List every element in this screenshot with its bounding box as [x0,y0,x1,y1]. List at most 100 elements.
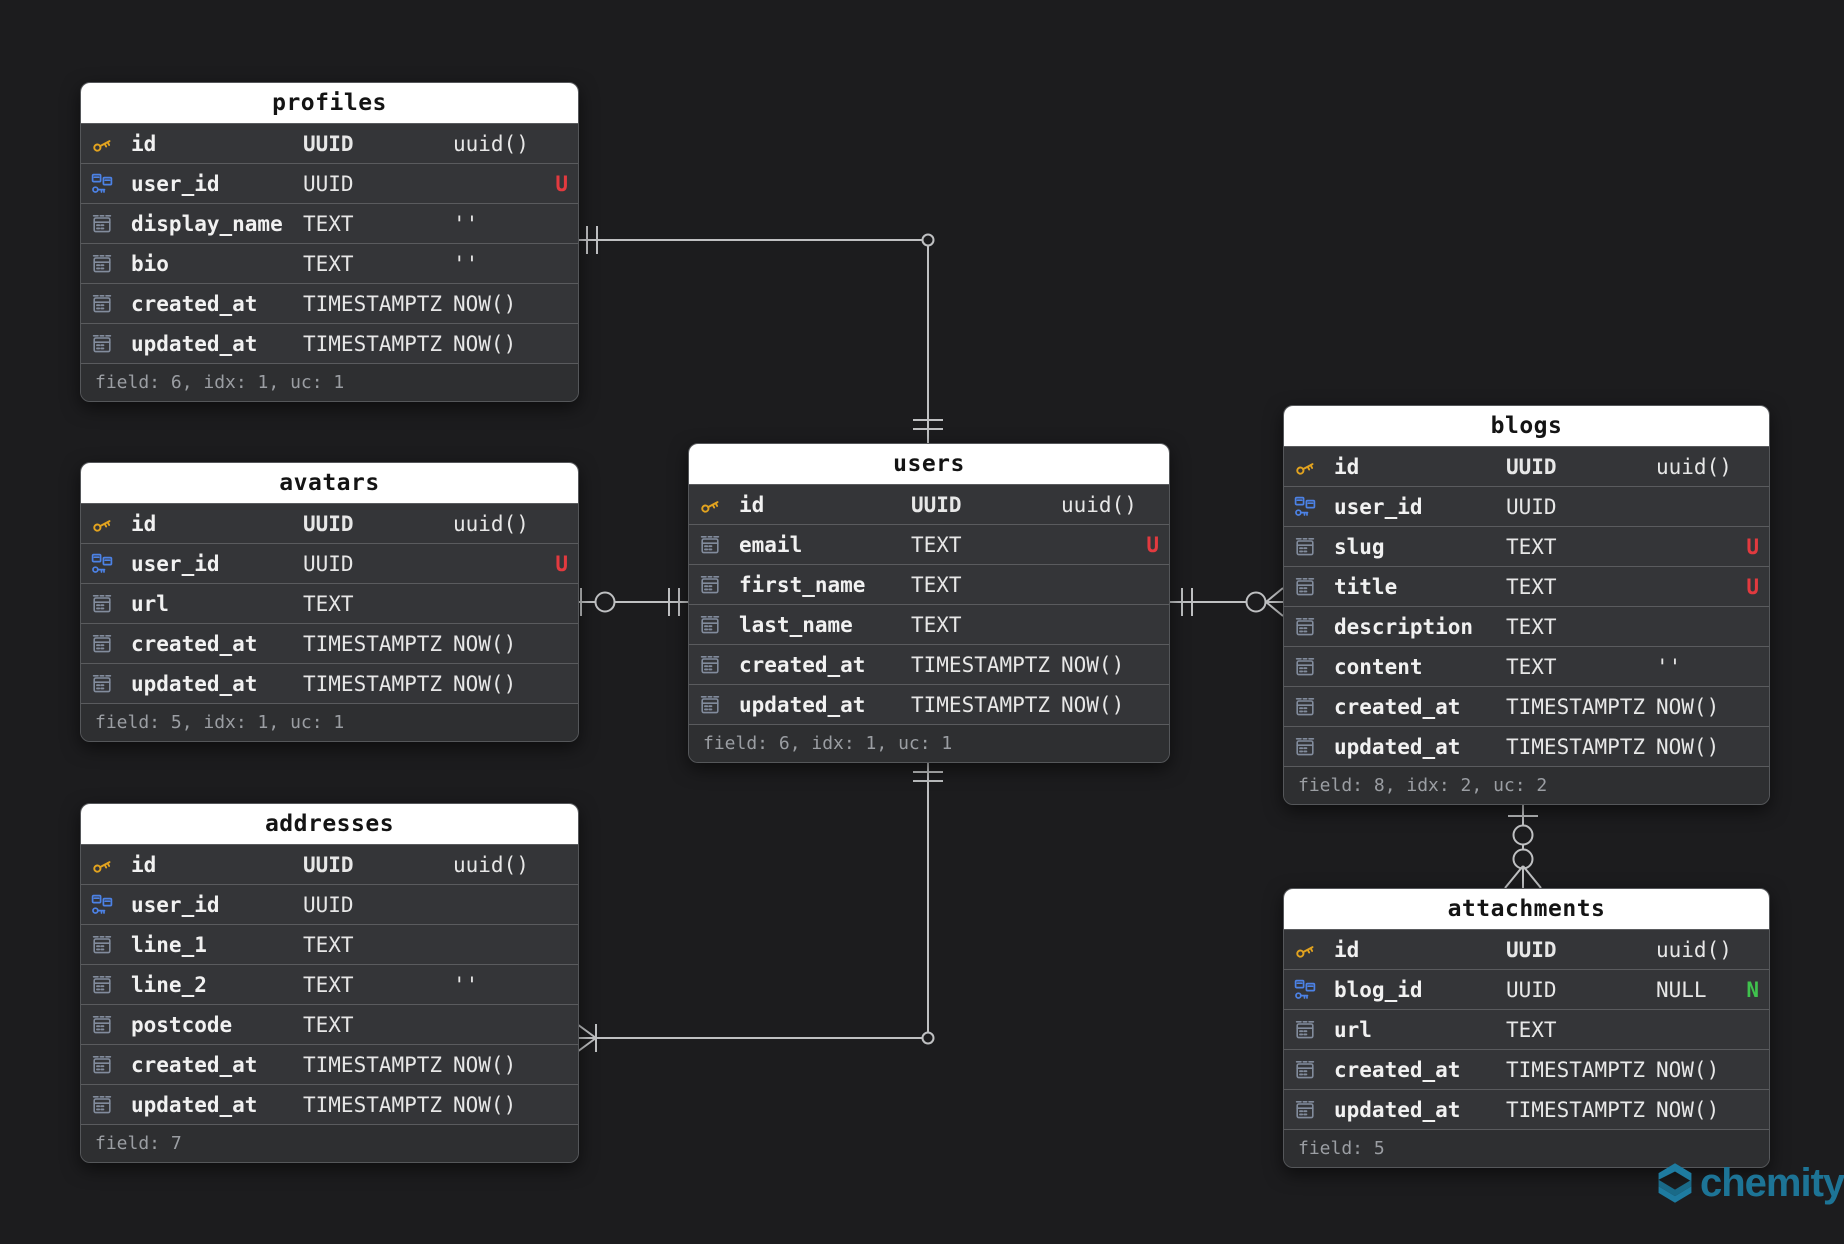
field-type: TIMESTAMPTZ [1506,1057,1646,1082]
table-stats-profiles: field: 6, idx: 1, uc: 1 [81,363,578,401]
field-default: NOW() [453,1092,517,1117]
table-title-profiles[interactable]: profiles [81,83,578,123]
column-icon [1294,1059,1334,1081]
column-icon [699,534,739,556]
field-type: UUID [303,511,354,536]
foreign-key-icon [91,173,131,195]
field-type: TEXT [1506,574,1557,599]
relation-users-blogs[interactable] [1168,587,1284,617]
field-name: url [1334,1017,1372,1042]
column-icon [91,213,131,235]
field-default: '' [453,211,479,236]
relation-users-addresses[interactable] [576,760,943,1053]
relation-profiles-users[interactable] [577,226,943,443]
crow-foot-many-marker [1265,587,1284,617]
column-icon [1294,1019,1334,1041]
field-default: NOW() [1656,1057,1720,1082]
table-title-avatars[interactable]: avatars [81,463,578,503]
field-name: last_name [739,612,853,637]
nullable-flag: N [1746,977,1759,1002]
field-type: TEXT [303,211,354,236]
table-stats-attachments: field: 5 [1284,1129,1769,1167]
field-type: TEXT [303,972,354,997]
column-icon [91,934,131,956]
field-name: user_id [1334,494,1423,519]
table-title-blogs[interactable]: blogs [1284,406,1769,446]
field-name: user_id [131,892,220,917]
relation-avatars-users[interactable] [577,588,688,616]
table-title-users[interactable]: users [689,444,1169,484]
field-name: email [739,532,803,557]
field-type: TIMESTAMPTZ [303,671,443,696]
relation-blogs-attachments[interactable] [1504,802,1542,889]
field-row-users-last_name[interactable]: last_name TEXT [689,604,1169,644]
field-name: user_id [131,171,220,196]
table-title-addresses[interactable]: addresses [81,804,578,844]
primary-key-icon [91,133,131,155]
column-icon [1294,736,1334,758]
field-type: UUID [1506,977,1557,1002]
field-default: uuid() [1061,492,1137,517]
field-name: updated_at [131,1092,258,1117]
field-name: updated_at [739,692,866,717]
table-title-attachments[interactable]: attachments [1284,889,1769,929]
field-type: TEXT [303,932,354,957]
column-icon [91,593,131,615]
column-icon [91,1054,131,1076]
field-type: UUID [303,131,354,156]
cardinality-zero-marker [594,591,616,613]
field-row-blogs-user_id[interactable]: user_id UUID [1284,486,1769,526]
unique-flag: U [555,551,568,576]
field-type: TEXT [911,612,962,637]
field-default: NOW() [1061,692,1125,717]
field-default: uuid() [1656,937,1732,962]
field-type: UUID [1506,937,1557,962]
field-type: TIMESTAMPTZ [1506,694,1646,719]
field-type: UUID [303,171,354,196]
schemity-logo: chemity [1652,1160,1844,1206]
field-type: UUID [1506,494,1557,519]
